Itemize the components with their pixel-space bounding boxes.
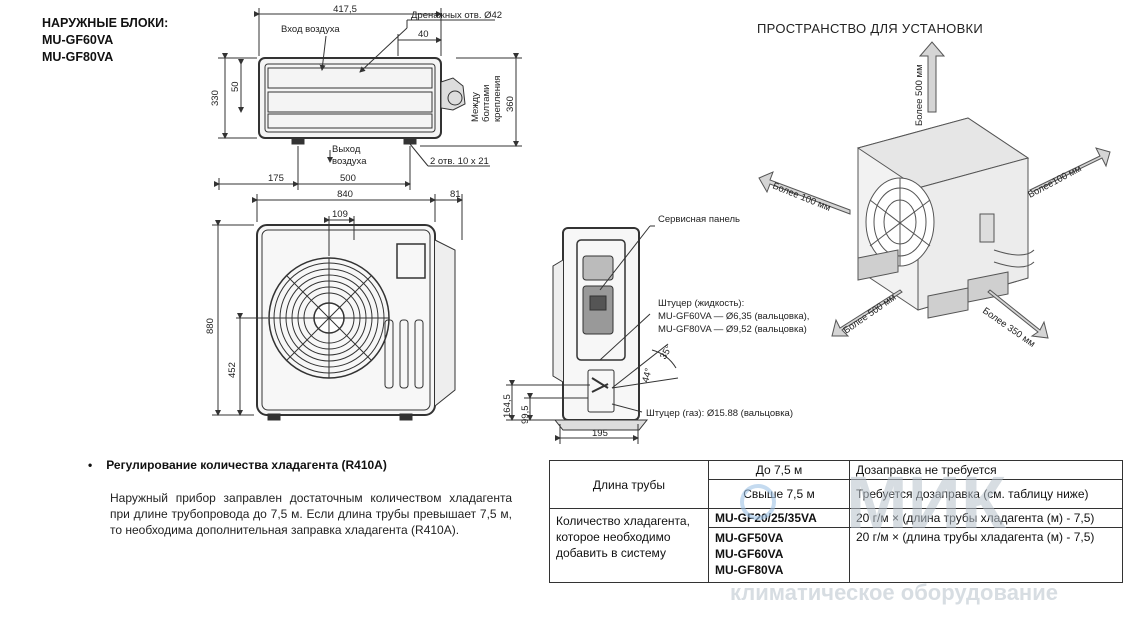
refill-needed-cell: Требуется дозаправка (см. таблицу ниже) <box>849 479 1123 509</box>
amount-label-cell: Количество хладагента, которое необходим… <box>549 508 709 583</box>
liquid-60: MU-GF60VA — Ø6,35 (вальцовка), <box>658 311 809 322</box>
air-inlet-label: Вход воздуха <box>281 24 340 35</box>
clear-front: Более 500 мм <box>841 292 898 336</box>
service-panel-label: Сервисная панель <box>658 214 740 225</box>
dim-164: 164,5 <box>502 394 513 418</box>
holes-label: 2 отв. 10 x 21 <box>430 156 489 167</box>
dim-330: 330 <box>210 90 221 106</box>
over-cell: Свыше 7,5 м <box>708 479 850 509</box>
front-view <box>212 194 463 421</box>
dim-109: 109 <box>332 209 348 220</box>
table-row: Длина трубы До 7,5 м Дозаправка не требу… <box>549 460 1123 509</box>
model-60: MU-GF60VA <box>715 547 784 561</box>
refrigerant-table: Длина трубы До 7,5 м Дозаправка не требу… <box>549 460 1123 583</box>
air-outlet-1: Выход <box>332 144 361 155</box>
group2-formula-cell: 20 г/м × (длина трубы хладагента (м) - 7… <box>849 527 1123 583</box>
air-outlet-2: воздуха <box>332 156 367 167</box>
between-bolts-1: Между <box>470 92 481 122</box>
watermark-small: климатическое оборудование <box>730 580 1058 605</box>
dim-840: 840 <box>337 189 353 200</box>
dim-880: 880 <box>205 318 216 334</box>
title-line-3: MU-GF80VA <box>42 50 114 64</box>
refrigerant-heading: • Регулирование количества хладагента (R4… <box>88 458 387 472</box>
drain-label: Дренажных отв. Ø42 <box>411 10 502 21</box>
clear-right: Более100 мм <box>1026 163 1083 200</box>
gas-label: Штуцер (газ): Ø15.88 (вальцовка) <box>646 408 793 419</box>
dim-417: 417,5 <box>333 4 357 15</box>
model-50: MU-GF50VA <box>715 531 784 545</box>
model-80: MU-GF80VA <box>715 563 784 577</box>
dim-195: 195 <box>592 428 608 439</box>
clear-top: Более 500 мм <box>914 64 925 126</box>
between-bolts-3: крепления <box>492 76 503 122</box>
page-title: НАРУЖНЫЕ БЛОКИ: MU-GF60VA MU-GF80VA <box>42 15 168 66</box>
side-view <box>506 225 679 444</box>
dim-81: 81 <box>450 189 461 200</box>
dim-360: 360 <box>505 96 516 112</box>
top-view <box>214 8 522 190</box>
dim-500: 500 <box>340 173 356 184</box>
installation-space-title: ПРОСТРАНСТВО ДЛЯ УСТАНОВКИ <box>757 21 984 36</box>
no-refill-cell: Дозаправка не требуется <box>849 460 1123 480</box>
pipe-length-cell: Длина трубы <box>549 460 709 509</box>
table-row: Количество хладагента, которое необходим… <box>549 508 1123 583</box>
liquid-title: Штуцер (жидкость): <box>658 298 744 309</box>
group1-model-cell: MU-GF20/25/35VA <box>708 508 850 528</box>
bullet-dot: • <box>88 458 93 472</box>
dim-175: 175 <box>268 173 284 184</box>
liquid-80: MU-GF80VA — Ø9,52 (вальцовка) <box>658 324 807 335</box>
refrigerant-paragraph: Наружный прибор заправлен достаточным ко… <box>110 491 512 537</box>
group1-formula-cell: 20 г/м × (длина трубы хладагента (м) - 7… <box>849 508 1123 528</box>
refrigerant-heading-text: Регулирование количества хладагента (R41… <box>106 458 387 472</box>
angle-44: 44° <box>640 367 654 384</box>
dim-50: 50 <box>230 81 241 92</box>
group2-models-cell: MU-GF50VA MU-GF60VA MU-GF80VA <box>708 527 850 583</box>
clear-left: Более 100 мм <box>771 181 832 214</box>
dim-452: 452 <box>227 362 238 378</box>
upto-cell: До 7,5 м <box>708 460 850 480</box>
dim-40: 40 <box>418 29 429 40</box>
table-row: Свыше 7,5 м Требуется дозаправка (см. та… <box>550 479 1123 509</box>
angle-35: 35° <box>658 343 675 361</box>
clearance-illustration <box>758 41 1111 339</box>
dim-99: 99,5 <box>520 406 531 425</box>
table-row: MU-GF50VA MU-GF60VA MU-GF80VA 20 г/м × (… <box>550 527 1123 583</box>
title-line-1: НАРУЖНЫЕ БЛОКИ: <box>42 16 169 30</box>
between-bolts-2: болтами <box>481 85 492 122</box>
technical-drawings: 417,5 Вход воздуха Дренажных отв. Ø42 40… <box>205 4 1111 444</box>
clear-side: Более 350 мм <box>980 305 1037 349</box>
title-line-2: MU-GF60VA <box>42 33 114 47</box>
